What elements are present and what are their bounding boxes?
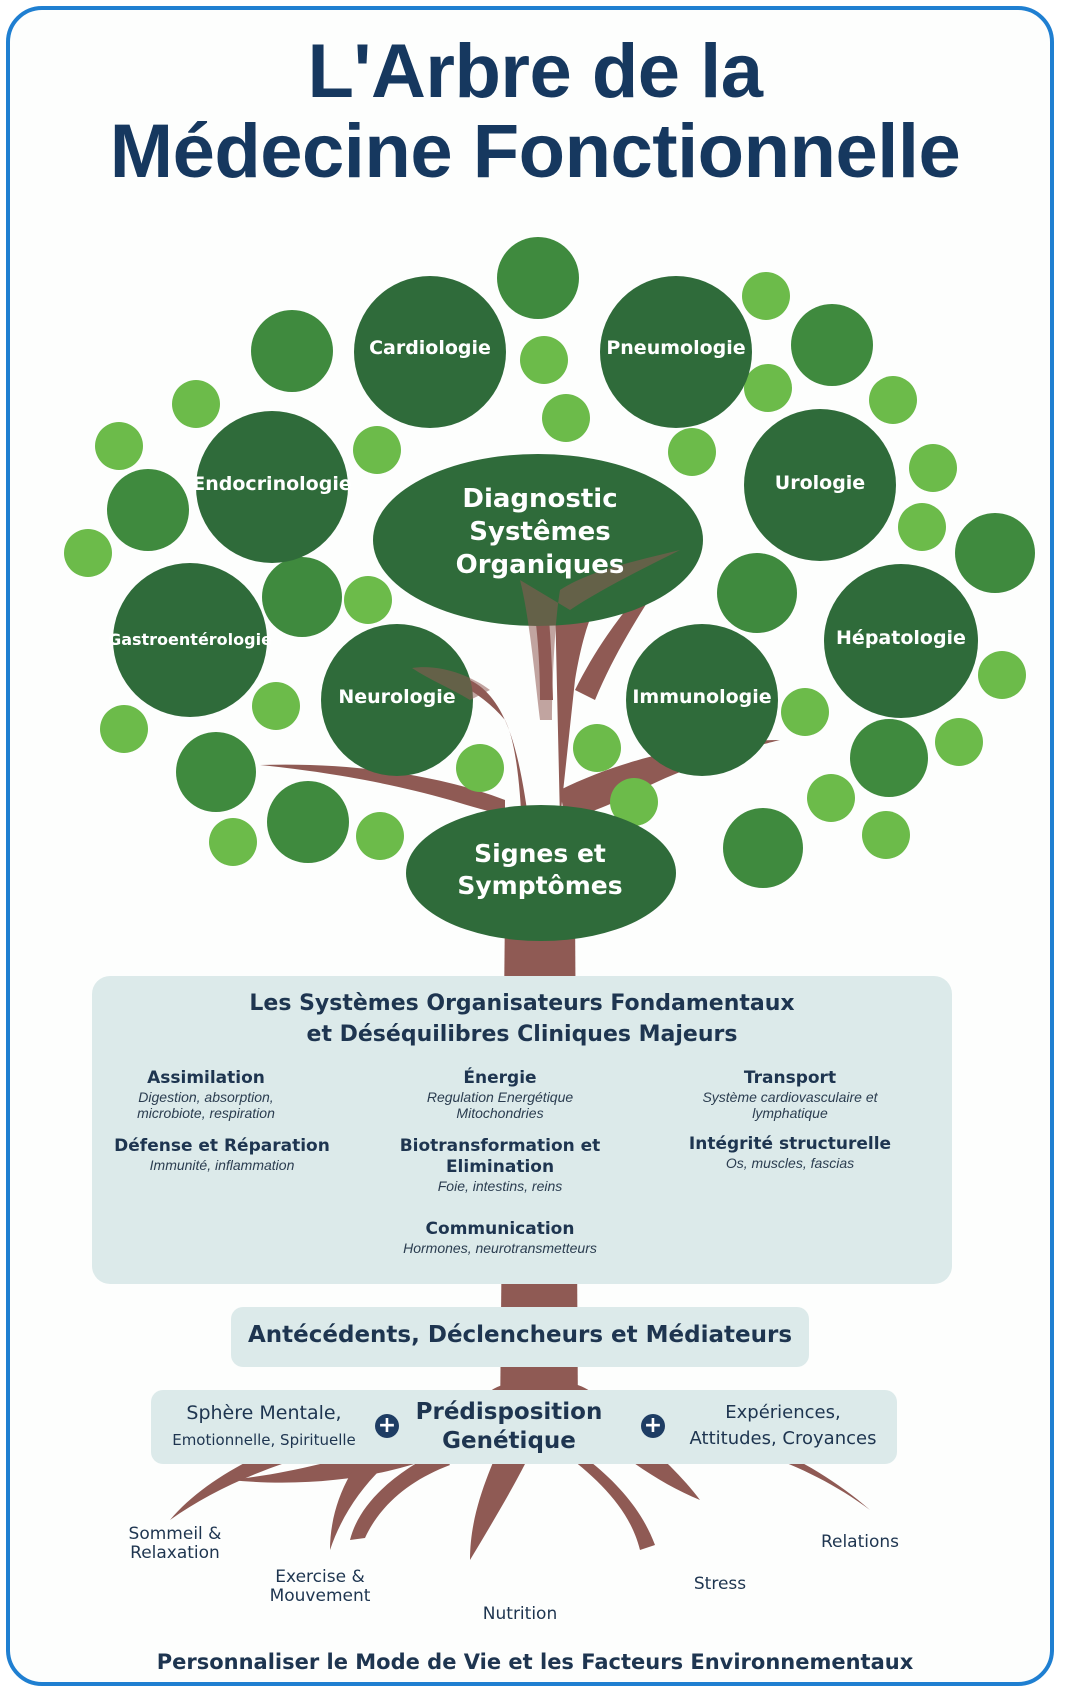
title-line-2: Médecine Fonctionnelle <box>109 109 961 194</box>
predisposition-line-1: Prédisposition <box>415 1399 603 1425</box>
transport-heading: Transport <box>743 1068 837 1088</box>
diagnostic-line-1: Diagnostic <box>462 484 618 514</box>
plus-icon-left: + <box>375 1414 399 1438</box>
canopy-leaves <box>64 237 1035 888</box>
experiences-block: Expériences, Attitudes, Croyances <box>673 1400 893 1452</box>
sommeil-line-2: Relaxation <box>130 1543 220 1563</box>
node-neurologie: Neurologie <box>338 686 456 708</box>
predisposition-line-2: Genétique <box>442 1428 576 1454</box>
node-urologie: Urologie <box>774 472 866 494</box>
biotransformation-detail-1: Foie, intestins, reins <box>437 1178 563 1194</box>
footer-text: Personnaliser le Mode de Vie et les Fact… <box>156 1650 914 1674</box>
transport-detail-2: lymphatique <box>752 1105 828 1121</box>
assimilation-detail-2: microbiote, respiration <box>137 1105 275 1121</box>
signes-line-2: Symptômes <box>457 871 623 900</box>
system-communication: Communication Hormones, neurotransmetteu… <box>375 1219 625 1256</box>
sphere-line-2: Emotionnelle, Spirituelle <box>172 1431 356 1449</box>
node-pneumologie: Pneumologie <box>606 337 746 359</box>
system-energie: Énergie Regulation Energétique Mitochond… <box>390 1068 610 1121</box>
transport-detail-1: Système cardiovasculaire et <box>702 1089 878 1105</box>
systems-panel-title-2: et Déséquilibres Cliniques Majeurs <box>306 1022 738 1047</box>
antecedents-bar: Antécédents, Déclencheurs et Médiateurs <box>231 1307 809 1367</box>
circle-urologie <box>744 409 896 561</box>
node-immunologie: Immunologie <box>632 686 772 708</box>
root-exercise: Exercise & Mouvement <box>245 1568 395 1606</box>
ellipse-signes <box>406 805 676 941</box>
experiences-line-1: Expériences, <box>725 1402 841 1423</box>
defense-heading: Défense et Réparation <box>114 1136 330 1156</box>
diagnostic-line-2: Systêmes <box>469 517 611 547</box>
predisposition-block: Prédisposition Genétique <box>409 1398 609 1456</box>
energie-detail-2: Mitochondries <box>456 1105 544 1121</box>
antecedents-label: Antécédents, Déclencheurs et Médiateurs <box>247 1322 793 1348</box>
integrite-detail-1: Os, muscles, fascias <box>725 1155 855 1171</box>
root-stress: Stress <box>693 1574 747 1594</box>
exercise-line-2: Mouvement <box>269 1586 371 1606</box>
signes-line-1: Signes et <box>474 839 606 868</box>
node-cardiologie: Cardiologie <box>369 337 491 359</box>
plus-icon-right: + <box>641 1414 665 1438</box>
exercise-line-1: Exercise & <box>275 1567 365 1587</box>
system-integrite: Intégrité structurelle Os, muscles, fasc… <box>675 1134 905 1171</box>
system-biotransformation: Biotransformation et Elimination Foie, i… <box>390 1136 610 1194</box>
signes-label: Signes et Symptômes <box>420 838 660 902</box>
system-transport: Transport Système cardiovasculaire et ly… <box>665 1068 915 1121</box>
defense-detail-1: Immunité, inflammation <box>149 1157 295 1173</box>
node-endocrinologie: Endocrinologie <box>192 473 352 495</box>
root-nutrition: Nutrition <box>482 1604 558 1624</box>
system-assimilation: Assimilation Digestion, absorption, micr… <box>106 1068 306 1121</box>
energie-heading: Énergie <box>463 1068 537 1088</box>
integrite-heading: Intégrité structurelle <box>688 1134 892 1154</box>
root-relations: Relations <box>820 1532 900 1552</box>
energie-detail-1: Regulation Energétique <box>426 1089 574 1105</box>
node-gastroenterologie: Gastroentérologie <box>108 630 272 649</box>
experiences-line-2: Attitudes, Croyances <box>689 1428 877 1449</box>
circle-endocrinologie <box>196 411 348 563</box>
sommeil-line-1: Sommeil & <box>128 1524 222 1544</box>
circle-cardiologie <box>354 276 506 428</box>
assimilation-heading: Assimilation <box>147 1068 265 1088</box>
assimilation-detail-1: Digestion, absorption, <box>138 1089 274 1105</box>
systems-panel-title-1: Les Systèmes Organisateurs Fondamentaux <box>249 991 795 1016</box>
circle-pneumologie <box>600 276 752 428</box>
biotransformation-heading-2: Elimination <box>445 1157 555 1177</box>
ellipse-diagnostic <box>373 454 703 626</box>
sphere-line-1: Sphère Mentale, <box>186 1402 342 1424</box>
communication-detail-1: Hormones, neurotransmetteurs <box>403 1240 597 1256</box>
circle-immunologie <box>626 624 778 776</box>
foundation-bar: Sphère Mentale, Emotionnelle, Spirituell… <box>151 1390 897 1464</box>
circle-hepatologie <box>824 564 978 718</box>
circle-neurologie <box>321 624 473 776</box>
systems-panel: Les Systèmes Organisateurs Fondamentaux … <box>92 976 952 1284</box>
circle-gastroenterologie <box>113 563 267 717</box>
root-sommeil: Sommeil & Relaxation <box>100 1525 250 1563</box>
communication-heading: Communication <box>425 1219 575 1239</box>
node-hepatologie: Hépatologie <box>836 627 966 649</box>
diagnostic-line-3: Organiques <box>455 550 625 580</box>
system-defense: Défense et Réparation Immunité, inflamma… <box>112 1136 332 1173</box>
discipline-circles <box>113 276 978 776</box>
title-line-1: L'Arbre de la <box>307 29 763 114</box>
sphere-block: Sphère Mentale, Emotionnelle, Spirituell… <box>159 1400 369 1454</box>
biotransformation-heading-1: Biotransformation et <box>399 1136 601 1156</box>
